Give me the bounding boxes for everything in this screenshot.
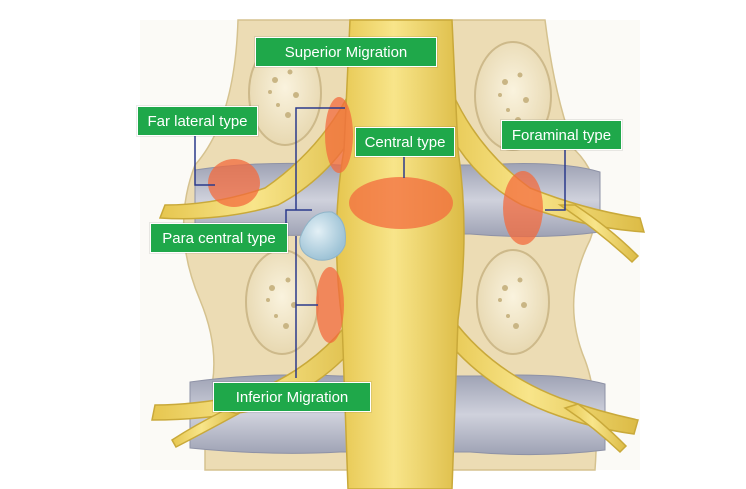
extruded-fragment [299,211,346,261]
nerve-root-lower-left-branch [170,409,240,448]
herniation-foraminal [503,171,543,245]
para-central-type-label: Para central type [150,223,288,253]
leader-superior [295,107,345,210]
bone-lower-right [476,249,550,355]
nerve-root-lower-right-branch [563,403,628,454]
bone-lower-left [245,249,319,355]
central-type-label: Central type [355,127,455,157]
herniation-superior [325,97,353,173]
superior-migration-label: Superior Migration [255,37,437,67]
herniation-central [349,177,453,229]
bone-upper-left [248,40,322,146]
herniation-inferior [316,267,344,343]
herniation-far-lateral [208,159,260,207]
spinal-cord [335,19,465,489]
foraminal-type-label: Foraminal type [501,120,622,150]
herniation-zones [208,97,543,343]
far-lateral-type-label: Far lateral type [137,106,258,136]
nerve-root-lower-right [439,316,639,435]
inferior-migration-label: Inferior Migration [213,382,371,412]
leader-far-lateral [194,136,215,186]
leader-inferior [295,236,318,378]
leader-foraminal [545,150,566,211]
nerve-root-upper-right-branch [557,204,640,264]
